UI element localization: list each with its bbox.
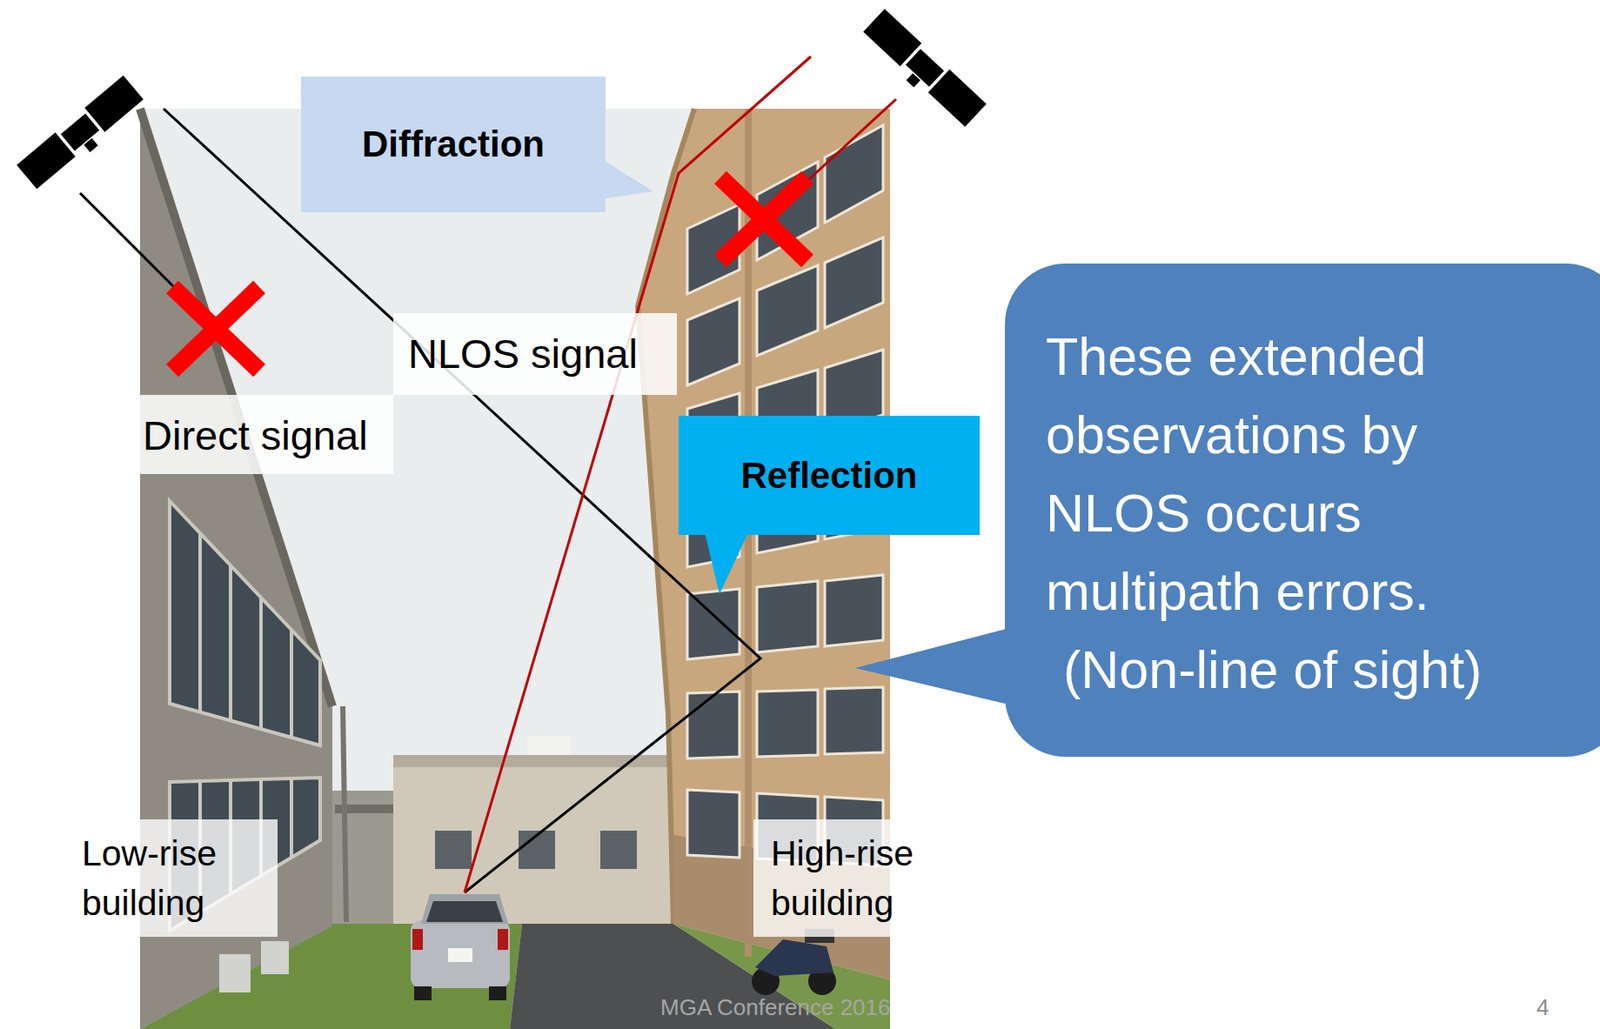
callout-text: These extended observations by NLOS occu… (1045, 317, 1516, 631)
note-callout: These extended observations by NLOS occu… (1004, 263, 1600, 757)
window (756, 689, 818, 757)
callout-box: Reflection (678, 415, 980, 536)
satellite-body (903, 46, 946, 89)
window-mullion (198, 533, 202, 713)
car-wheel (488, 986, 507, 1001)
car-wheel (414, 986, 432, 1001)
center-window (600, 830, 637, 870)
window-mullion (289, 778, 294, 858)
car-rear-window (426, 901, 503, 923)
window-mullion (259, 597, 263, 730)
callout-tail (855, 626, 1017, 707)
nlos-signal-line (163, 108, 761, 893)
signal-label: NLOS signal (408, 329, 638, 379)
satellite-icon (16, 75, 148, 195)
satellite-icon (858, 8, 986, 132)
window-mullion (289, 629, 294, 738)
callout-text: Reflection (740, 454, 918, 498)
window (756, 581, 818, 653)
car-roof (421, 894, 509, 924)
window (824, 575, 884, 647)
signal-label: Direct signal (142, 411, 369, 461)
callout-tail (600, 158, 654, 200)
window (824, 125, 884, 223)
window-mullion (228, 565, 233, 722)
satellite-antenna (906, 73, 921, 88)
satellite-antenna (83, 138, 98, 153)
window (824, 237, 884, 329)
car-body (410, 920, 510, 989)
blocked-mark (172, 287, 260, 371)
footer-watermark: MGA Conference 2016 (660, 993, 891, 1022)
callout-box: Diffraction (301, 76, 606, 213)
label-patch (393, 313, 677, 395)
satellite-body (59, 111, 102, 153)
roof-unit (527, 736, 571, 756)
license-plate (448, 948, 473, 963)
callout-tail (703, 528, 750, 595)
callout-text: (Non-line of sight) (1045, 630, 1551, 710)
page-number: 4 (1536, 993, 1549, 1022)
window (687, 691, 740, 759)
window-band (169, 501, 321, 746)
window (824, 687, 884, 755)
center-window (435, 830, 472, 870)
building-label: Low-rise building (81, 829, 239, 929)
window (687, 298, 740, 386)
callout-text: Diffraction (361, 122, 545, 167)
window (687, 789, 740, 858)
label-patch (140, 394, 394, 475)
car-taillight (412, 929, 423, 951)
ac-unit (261, 941, 289, 975)
building-label: High-rise building (770, 829, 937, 929)
blocked-mark (720, 177, 808, 262)
window (756, 265, 818, 356)
ac-unit (219, 954, 251, 993)
car-taillight (497, 929, 509, 951)
drain-pipe (342, 706, 347, 923)
motorcycle-body (755, 939, 834, 977)
